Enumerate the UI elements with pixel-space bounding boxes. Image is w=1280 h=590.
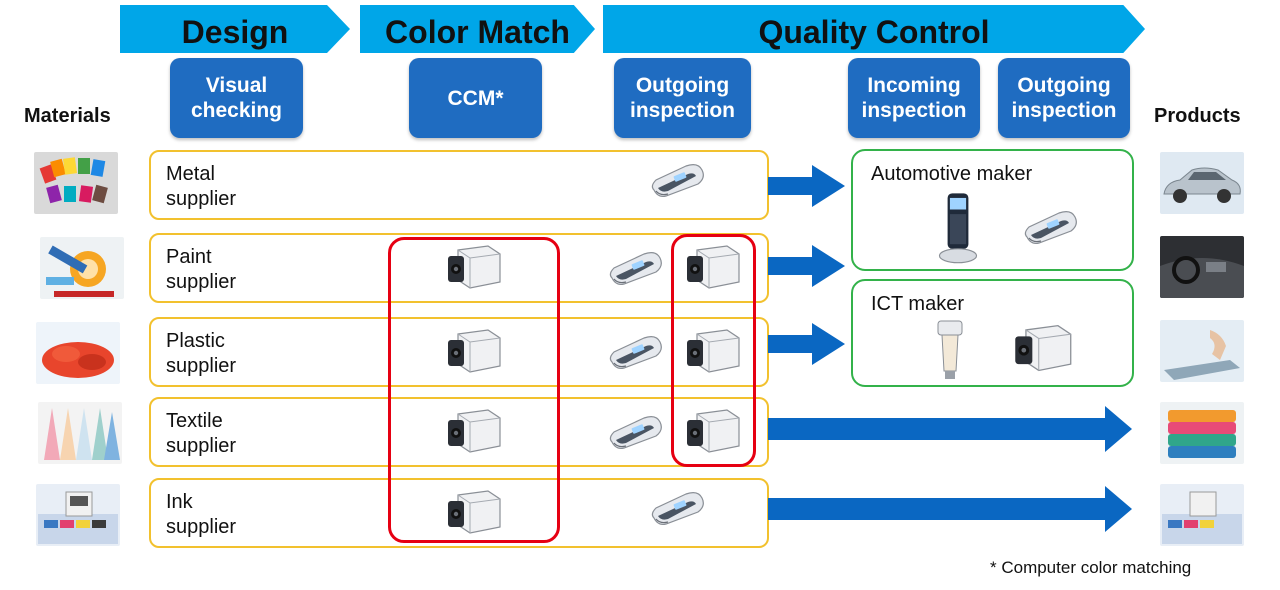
color-match-stage-label: Color Match <box>385 13 570 50</box>
incoming-inspection-label: Incoming inspection <box>861 74 967 122</box>
outgoing-benchtop-highlight <box>671 234 756 467</box>
material-paint-brush-image <box>40 237 124 299</box>
benchtop-spectrophotometer-icon <box>686 409 740 453</box>
supplier-label-textile: Textile supplier <box>166 409 286 459</box>
supplier-label-ink: Ink supplier <box>166 490 286 540</box>
quality-control-stage-arrow: Quality Control <box>603 5 1145 53</box>
product-car-interior-image <box>1160 236 1244 298</box>
supplier-word-plastic: supplier <box>166 355 237 377</box>
visual-checking-box: Visual checking <box>170 58 303 138</box>
benchtop-spectrophotometer-icon <box>447 245 501 289</box>
portable-spectrophotometer-icon <box>609 336 662 369</box>
material-plastic-pellets-image <box>36 322 120 384</box>
supplier-word-ink: supplier <box>166 516 237 538</box>
material-textile-yarn-image <box>38 402 122 464</box>
ccm-box: CCM* <box>409 58 542 138</box>
automotive-maker-box: Automotive maker <box>851 149 1134 271</box>
supplier-word-textile: supplier <box>166 435 237 457</box>
visual-checking-label: Visual checking <box>190 74 283 122</box>
product-car-image <box>1160 152 1244 214</box>
product-tablet-image <box>1160 320 1244 382</box>
automotive-maker-label: Automotive maker <box>871 163 1033 185</box>
benchtop-spectrophotometer-icon <box>686 245 740 289</box>
arrow-textile-to-products <box>768 406 1132 452</box>
benchtop-spectrophotometer-icon <box>1014 325 1072 372</box>
supplier-label-metal: Metal supplier <box>166 162 286 212</box>
gun-spectrophotometer-icon <box>937 320 963 380</box>
product-printed-matter-image <box>1160 484 1244 546</box>
arrow-paint-to-automotive <box>768 245 845 287</box>
products-header: Products <box>1154 105 1241 127</box>
supplier-name-textile: Textile <box>166 410 223 432</box>
arrow-ink-to-products <box>768 486 1132 532</box>
portable-spectrophotometer-icon <box>609 252 662 285</box>
material-metal-swatches-image <box>34 152 118 214</box>
portable-spectrophotometer-icon <box>651 164 704 197</box>
design-stage-label: Design <box>181 13 289 50</box>
benchtop-spectrophotometer-icon <box>447 409 501 453</box>
supplier-word-paint: supplier <box>166 271 237 293</box>
outgoing-inspection-box-1: Outgoing inspection <box>614 58 751 138</box>
ccm-instruments-highlight <box>388 237 560 543</box>
color-match-stage-arrow: Color Match <box>360 5 595 53</box>
supplier-name-plastic: Plastic <box>166 330 225 352</box>
portable-spectrophotometer-icon <box>1024 211 1077 244</box>
ict-maker-label: ICT maker <box>871 293 964 315</box>
benchtop-spectrophotometer-icon <box>447 490 501 534</box>
materials-header: Materials <box>24 105 111 127</box>
quality-control-stage-label: Quality Control <box>758 13 990 50</box>
handheld-colorimeter-icon <box>938 192 978 264</box>
outgoing-inspection-box-2: Outgoing inspection <box>998 58 1130 138</box>
arrow-metal-to-automotive <box>768 165 845 207</box>
ccm-label: CCM* <box>447 86 504 110</box>
design-stage-arrow: Design <box>120 5 350 53</box>
product-textiles-image <box>1160 402 1244 464</box>
portable-spectrophotometer-icon <box>651 492 704 526</box>
supplier-name-ink: Ink <box>166 491 193 513</box>
benchtop-spectrophotometer-icon <box>686 329 740 373</box>
supplier-name-metal: Metal <box>166 163 215 185</box>
incoming-inspection-box: Incoming inspection <box>848 58 980 138</box>
footnote: * Computer color matching <box>990 558 1192 577</box>
outgoing-inspection-label-1: Outgoing inspection <box>629 74 735 122</box>
benchtop-spectrophotometer-icon <box>447 329 501 373</box>
arrow-plastic-to-ict <box>768 323 845 365</box>
portable-spectrophotometer-icon <box>609 416 662 449</box>
material-ink-printer-image <box>36 484 120 546</box>
supplier-label-paint: Paint supplier <box>166 245 286 295</box>
outgoing-inspection-label-2: Outgoing inspection <box>1011 74 1117 122</box>
supplier-label-plastic: Plastic supplier <box>166 329 286 379</box>
supplier-word-metal: supplier <box>166 188 237 210</box>
supplier-name-paint: Paint <box>166 246 212 268</box>
ict-maker-box: ICT maker <box>851 279 1134 387</box>
